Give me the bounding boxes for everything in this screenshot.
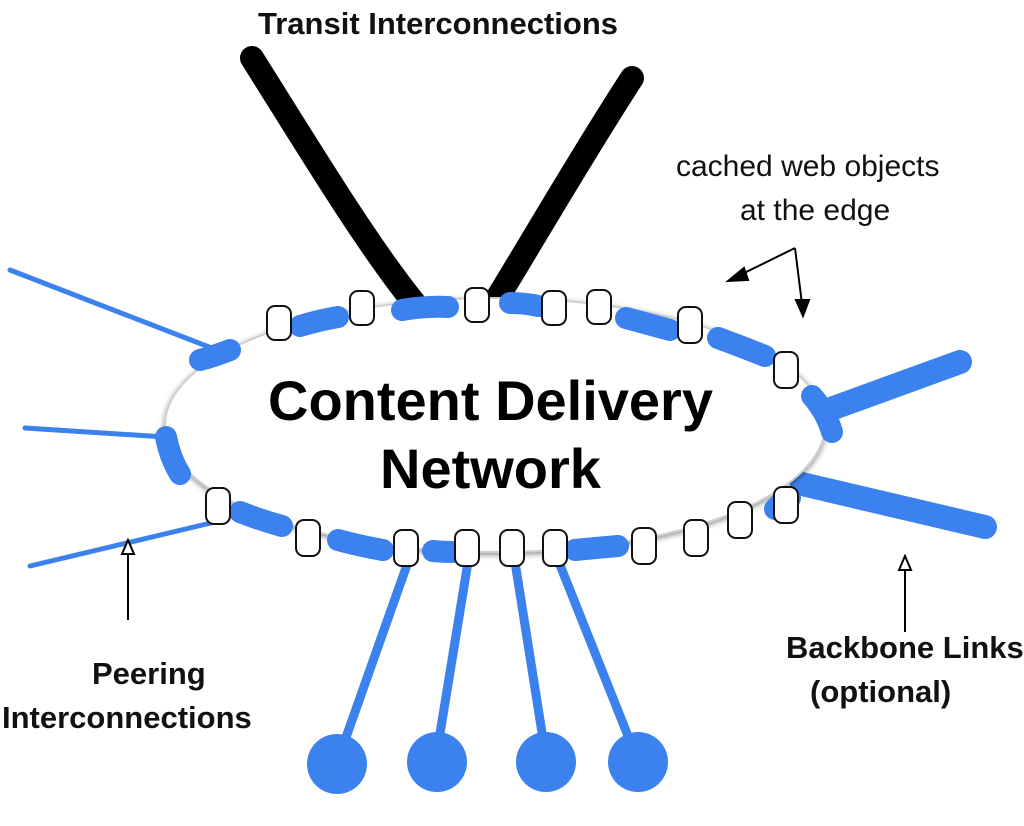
cache-server	[499, 529, 525, 567]
peer-node	[516, 732, 576, 792]
peering-links-bottom	[307, 555, 668, 794]
backbone-links	[790, 350, 997, 539]
cached-arrow-head	[794, 299, 811, 319]
backbone-label-line1: Backbone Links	[786, 630, 1024, 665]
cache-server	[773, 486, 799, 524]
transit-label: Transit Interconnections	[258, 6, 619, 41]
cached-arrow-line	[739, 247, 796, 276]
peering-links-left	[7, 267, 225, 569]
peering-link	[22, 425, 168, 440]
cache-server	[631, 527, 657, 565]
cache-server	[586, 289, 612, 325]
cache-server	[464, 287, 490, 323]
cdn-title-line2: Network	[380, 437, 601, 500]
cache-server	[683, 519, 709, 557]
peering-link	[431, 557, 473, 763]
peering-arrow-head	[120, 537, 136, 555]
cache-servers	[205, 287, 799, 567]
cache-server	[295, 519, 321, 557]
peering-link	[27, 519, 218, 569]
peering-link	[553, 555, 641, 761]
backbone-link	[790, 472, 997, 539]
cached-objects-label-line2: at the edge	[740, 194, 891, 227]
cached-arrow-head	[724, 266, 750, 283]
transit-link	[478, 66, 644, 322]
peering-link	[7, 267, 225, 355]
cache-server	[541, 290, 567, 326]
peer-node	[407, 732, 467, 792]
peering-link	[510, 557, 551, 763]
cache-server	[266, 305, 292, 341]
cache-server	[727, 501, 753, 539]
backbone-label-line2: (optional)	[810, 674, 952, 709]
peer-node	[307, 734, 367, 794]
cached-arrow-line	[794, 247, 803, 305]
backbone-link	[816, 350, 972, 422]
cache-server	[542, 529, 568, 567]
peering-label-line1: Peering	[92, 656, 206, 691]
cache-server	[677, 306, 703, 344]
cache-server	[773, 351, 799, 389]
peering-label-line2: Interconnections	[2, 700, 252, 735]
cache-server	[393, 529, 419, 567]
annotation-arrows	[120, 247, 913, 632]
cache-server	[454, 529, 480, 567]
peer-node	[608, 732, 668, 792]
peering-link	[333, 557, 413, 765]
cdn-title-line1: Content Delivery	[268, 369, 713, 432]
backbone-arrow-head	[897, 553, 913, 571]
cache-server	[205, 487, 231, 525]
cache-server	[349, 290, 375, 326]
transit-link	[240, 46, 432, 322]
transit-links	[240, 46, 644, 322]
cached-objects-label-line1: cached web objects	[676, 150, 940, 183]
